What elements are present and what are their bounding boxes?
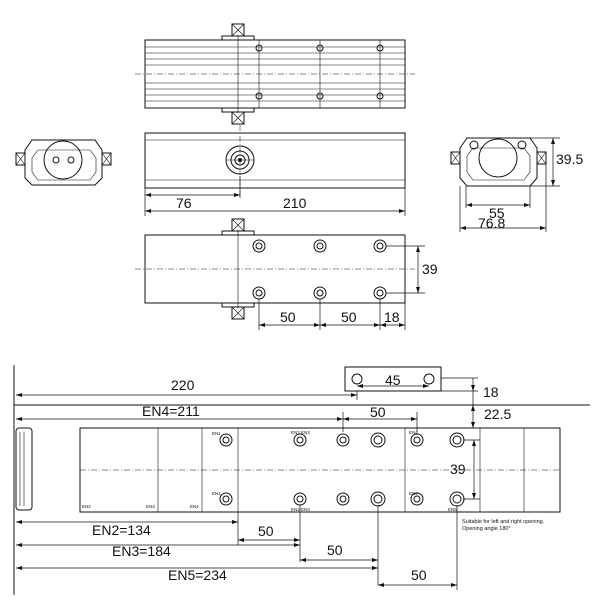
en4-top-label: EN4: [409, 430, 418, 435]
dim-39-5: [530, 137, 560, 187]
front-view-body: [144, 132, 406, 189]
en4-bottom-label: EN4: [409, 491, 418, 496]
dim-39-template: [463, 439, 480, 500]
en3-label: EN3=184: [112, 543, 171, 559]
top-view: [135, 23, 415, 125]
en2-label: EN2=134: [92, 522, 151, 538]
en5-bottom-label: EN5: [448, 507, 457, 512]
en2-top-label: EN2 EN3: [291, 430, 310, 435]
dim-39-5-label: 39.5: [556, 151, 583, 167]
dim-18-plate-label: 18: [384, 309, 400, 325]
left-side-view: [15, 139, 112, 186]
dim-50-en2-label: 50: [258, 523, 274, 539]
dim-55-76-8: [459, 164, 547, 232]
side-a-label: EN2: [82, 504, 91, 509]
mounting-plate-view: [135, 218, 415, 320]
en5-label: EN5=234: [168, 567, 227, 583]
right-side-view: [450, 137, 547, 187]
dim-76-8-label: 76.8: [478, 215, 505, 231]
side-c-label: EN4: [190, 504, 199, 509]
en4-label: EN4=211: [142, 403, 200, 419]
dim-50b-label: 50: [341, 309, 357, 325]
dim-lines-top-template: [16, 391, 418, 432]
dim-39-label: 39: [450, 461, 466, 477]
dim-76-label: 76: [176, 195, 192, 211]
dim-55-label: 55: [489, 205, 505, 221]
en2-bottom-label: EN2 EN3: [291, 507, 310, 512]
dim-50-en3-label: 50: [327, 542, 343, 558]
dim-39-plate-label: 39: [422, 261, 438, 277]
dim-45-label: 45: [385, 372, 401, 388]
dim-220-label: 220: [171, 377, 195, 393]
note-line-2: Opening angle 180°: [462, 526, 511, 532]
door-frame: [13, 365, 590, 595]
dim-lines-bottom-template: [16, 505, 458, 590]
bracket: [344, 366, 478, 428]
dim-76-210: [144, 176, 406, 216]
en1-bottom-label: EN1: [212, 491, 221, 496]
dim-plate: [258, 245, 425, 330]
dim-50-en5-label: 50: [411, 567, 427, 583]
note-line-1: Suitable for left and right opening.: [462, 519, 545, 525]
side-b-label: EN3: [146, 504, 155, 509]
dim-22-5-label: 22.5: [484, 406, 511, 422]
en1-top-label: EN1: [212, 431, 221, 436]
template-strip: EN1 EN2 EN3 EN4 EN1 EN2 EN3 EN4 EN5 EN2 …: [79, 427, 561, 513]
dim-18-label: 18: [483, 384, 499, 400]
dim-50a-label: 50: [280, 309, 296, 325]
front-view: [144, 125, 406, 195]
dim-210-label: 210: [283, 195, 307, 211]
dim-50-en4-label: 50: [370, 404, 386, 420]
